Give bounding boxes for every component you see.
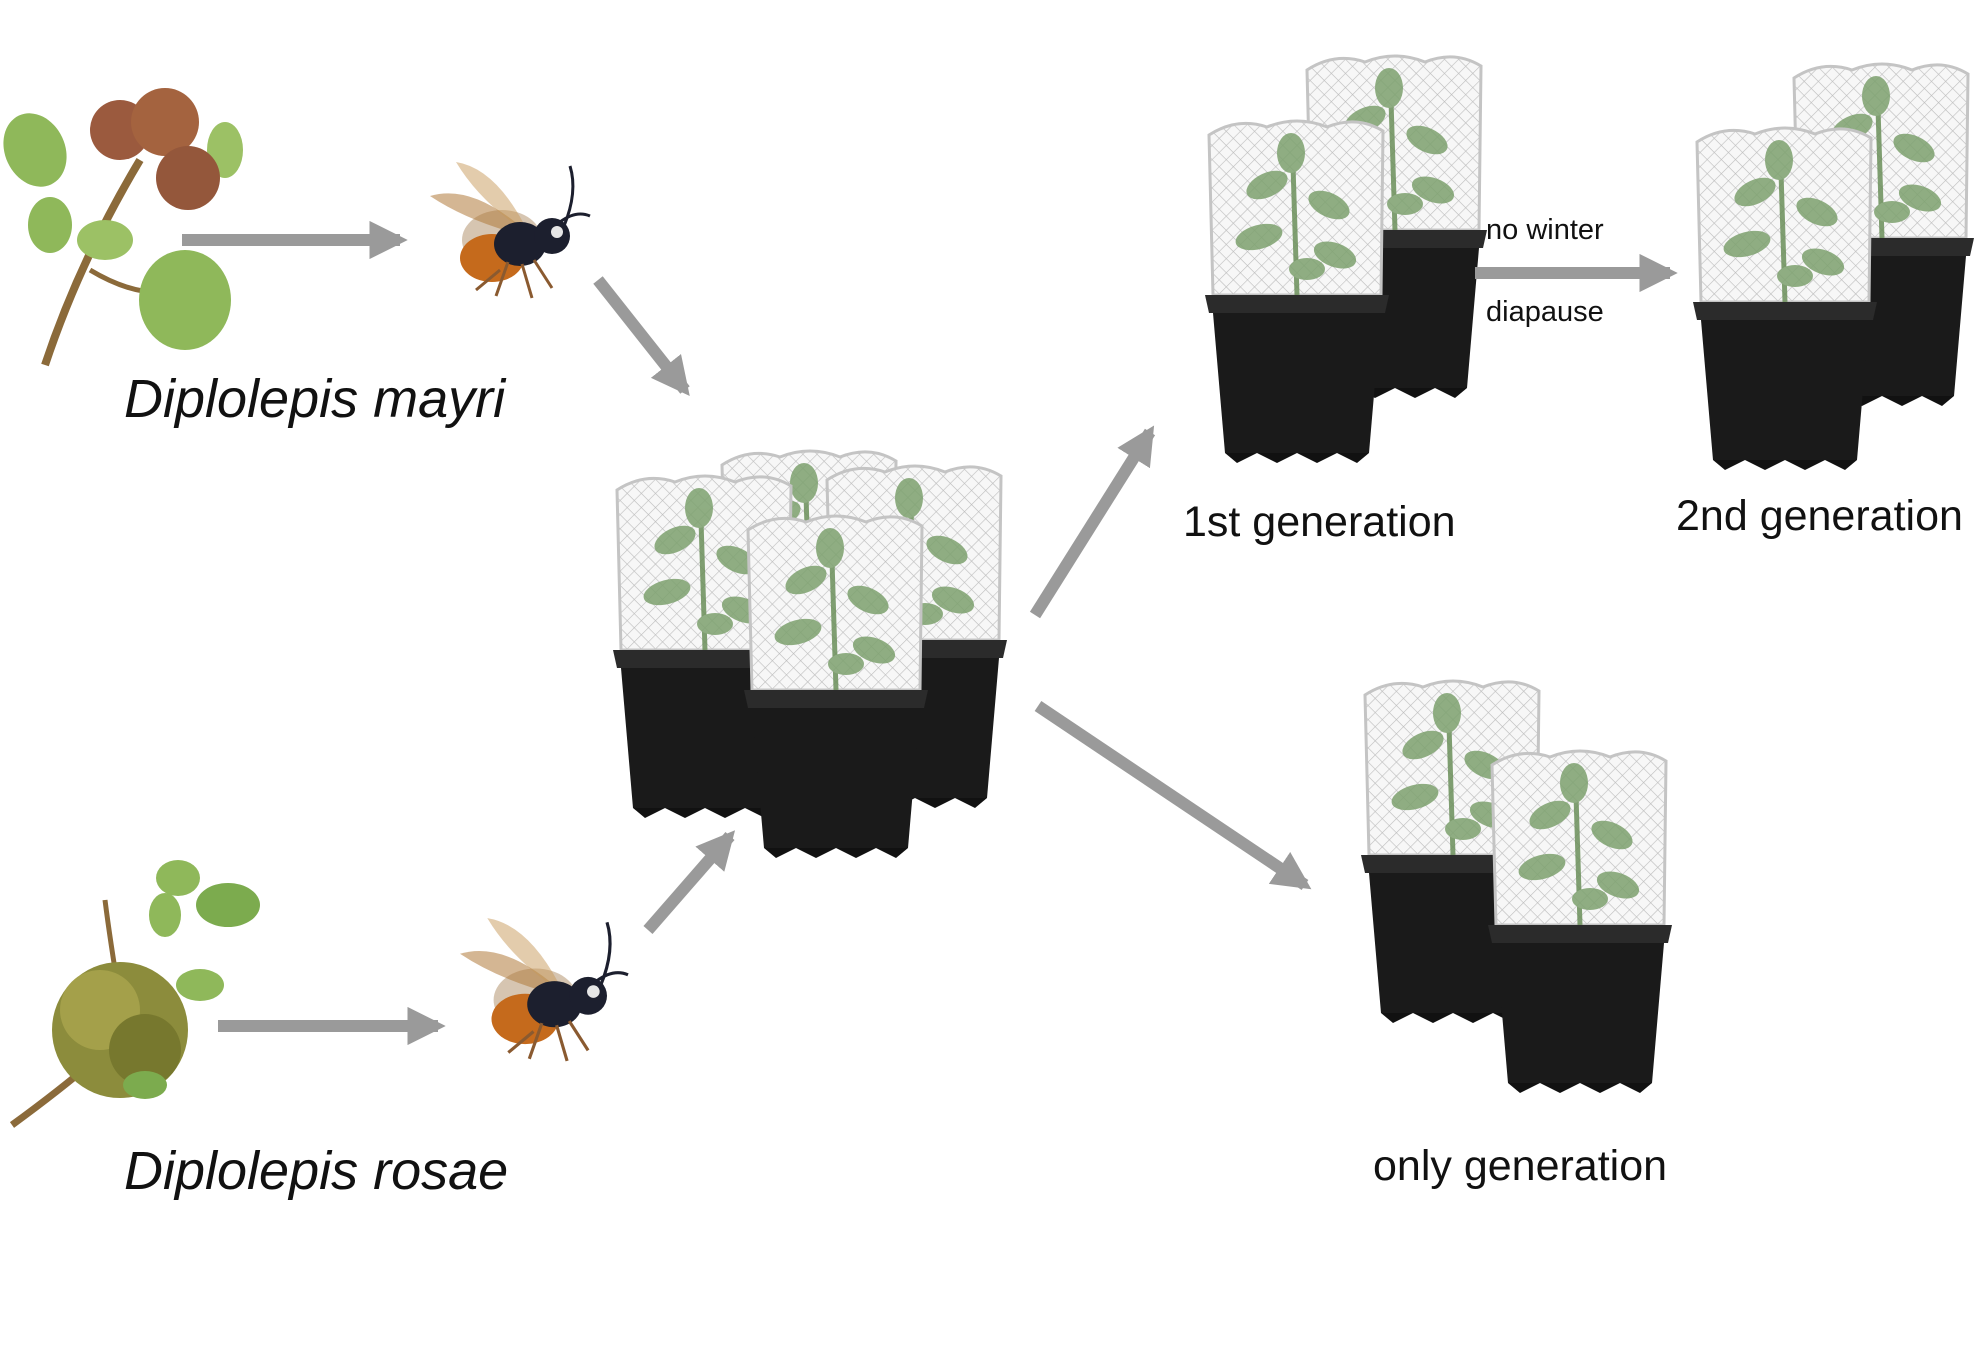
label-2nd-generation: 2nd generation [1676,492,1963,540]
label-no-winter: no winter [1486,214,1604,246]
wasp-icon [458,916,630,1063]
wasp-icon [428,160,592,300]
caged-potted-rose-icon [1205,56,1487,463]
moss-gall-icon [9,860,260,1128]
caged-potted-rose-icon [1693,64,1974,470]
arrow-pots-to-only-generation [1034,701,1312,890]
label-diplolepis-mayri: Diplolepis mayri [124,369,506,429]
rose-hip-galls-icon [3,88,243,367]
arrow-wasp-mayri-to-pots [593,276,690,397]
caged-potted-rose-icon [1361,681,1672,1093]
arrow-pots-to-1st-generation [1029,425,1156,619]
label-only-generation: only generation [1373,1142,1668,1190]
label-1st-generation: 1st generation [1183,498,1456,546]
label-diplolepis-rosae: Diplolepis rosae [124,1141,509,1201]
arrow-wasp-rosae-to-pots [643,830,736,934]
caged-potted-rose-icon [613,451,1007,858]
label-diapause: diapause [1486,296,1604,328]
